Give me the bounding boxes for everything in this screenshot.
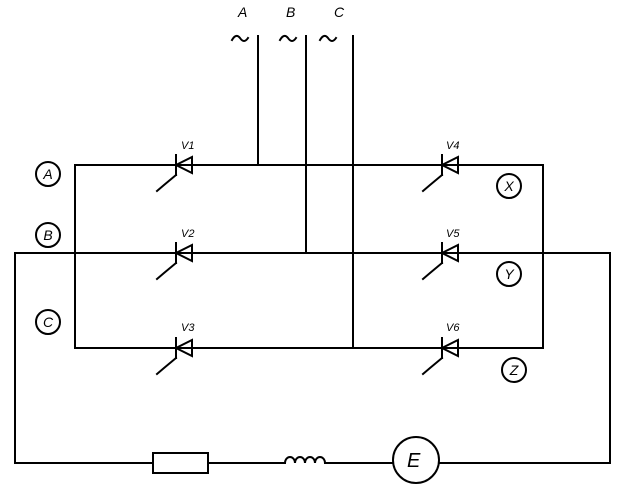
- thyristor-label-v3: V3: [181, 322, 195, 334]
- inductor-symbol: [283, 456, 327, 465]
- thyristor-label-v4: V4: [446, 140, 459, 152]
- thyristor-v3: [155, 337, 193, 376]
- terminal-label-a: A: [42, 166, 52, 182]
- thyristor-label-v2: V2: [181, 228, 194, 240]
- thyristor-v6: [421, 337, 459, 376]
- terminal-circle-y: [496, 261, 522, 287]
- supply-label-b: B: [286, 4, 295, 20]
- supply-label-c: C: [334, 4, 345, 20]
- terminal-circle-x: [496, 173, 522, 199]
- thyristor-label-v5: V5: [446, 228, 460, 240]
- resistor-symbol: [152, 452, 209, 474]
- terminal-label-x: X: [503, 178, 514, 194]
- terminal-label-y: Y: [504, 266, 515, 282]
- ac-symbol-c: [318, 34, 338, 42]
- terminal-label-c: C: [43, 314, 54, 330]
- terminal-circle-z: [501, 357, 527, 383]
- thyristor-v5: [421, 242, 459, 281]
- terminal-circle-c: [35, 309, 61, 335]
- terminal-label-z: Z: [509, 362, 519, 378]
- thyristor-v2: [155, 242, 193, 281]
- terminal-circle-b: [35, 222, 61, 248]
- thyristor-label-v1: V1: [181, 140, 194, 152]
- emf-source-symbol: [392, 436, 440, 484]
- thyristor-v1: [155, 154, 193, 193]
- ac-symbol-b: [278, 34, 298, 42]
- thyristor-label-v6: V6: [446, 322, 460, 334]
- supply-label-a: A: [237, 4, 247, 20]
- ac-symbol-a: [230, 34, 250, 42]
- terminal-label-b: B: [43, 227, 52, 243]
- emf-label: E: [407, 450, 421, 472]
- terminal-circle-a: [35, 161, 61, 187]
- thyristor-v4: [421, 154, 459, 193]
